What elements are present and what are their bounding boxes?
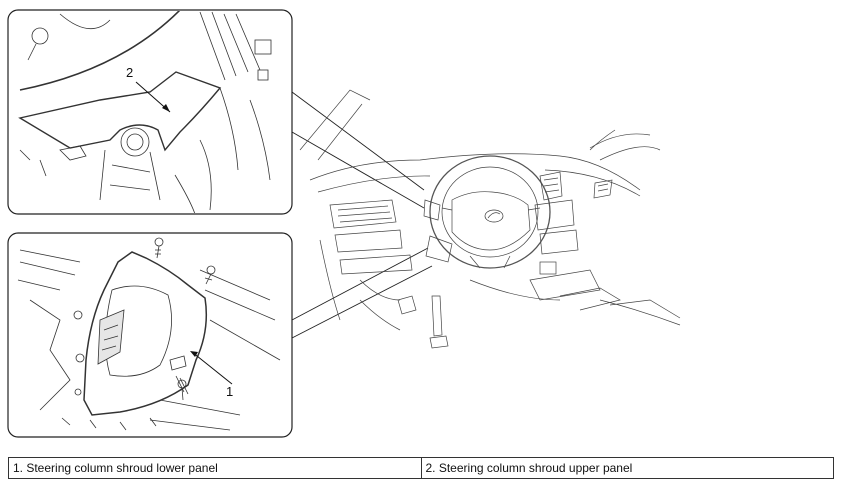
legend-item-lower-panel: 1. Steering column shroud lower panel xyxy=(8,457,422,479)
dashboard-illustration xyxy=(299,89,681,349)
svg-text:1: 1 xyxy=(226,384,233,399)
upper-panel-inset: 2 xyxy=(7,9,293,215)
legend-item-upper-panel: 2. Steering column shroud upper panel xyxy=(420,457,834,479)
legend-table: 1. Steering column shroud lower panel 2.… xyxy=(8,457,834,479)
steering-shroud-diagram: 2 1 xyxy=(7,9,681,438)
callout-2: 2 xyxy=(126,65,171,113)
callout-1: 1 xyxy=(190,351,233,399)
inset-leader-lines xyxy=(291,91,433,339)
svg-text:2: 2 xyxy=(126,65,133,80)
lower-panel-inset: 1 xyxy=(7,232,293,438)
